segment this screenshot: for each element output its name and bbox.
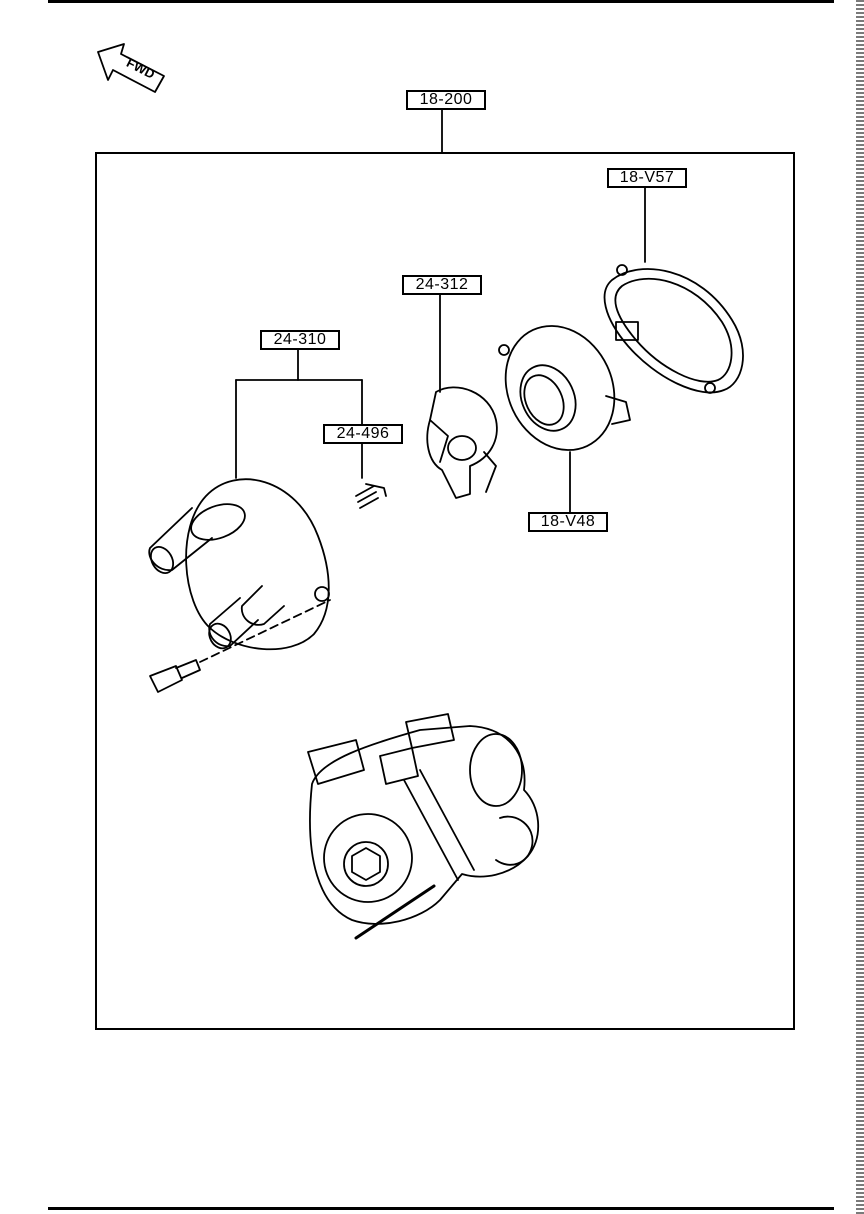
top-rule	[48, 0, 834, 3]
callout-cap: 24-310	[260, 330, 340, 350]
callout-spring: 24-496	[323, 424, 403, 444]
screw-part-icon	[149, 599, 331, 693]
callout-gasket: 18-V57	[607, 168, 687, 188]
callout-seal: 18-V48	[528, 512, 608, 532]
seal-part-icon	[498, 325, 631, 451]
callout-rotor: 24-312	[402, 275, 482, 295]
distributor-body-part-icon	[307, 713, 540, 940]
gasket-part-icon	[603, 264, 744, 394]
callout-assembly: 18-200	[406, 90, 486, 110]
spring-part-icon	[355, 483, 387, 509]
fwd-arrow-icon: FWD	[97, 43, 165, 93]
rotor-part-icon	[426, 386, 498, 499]
page-edge-pattern	[856, 0, 864, 1214]
bottom-rule	[48, 1207, 834, 1210]
assembly-frame	[95, 152, 795, 1030]
distributor-cap-part-icon	[148, 478, 330, 651]
leader-lines	[235, 109, 646, 513]
